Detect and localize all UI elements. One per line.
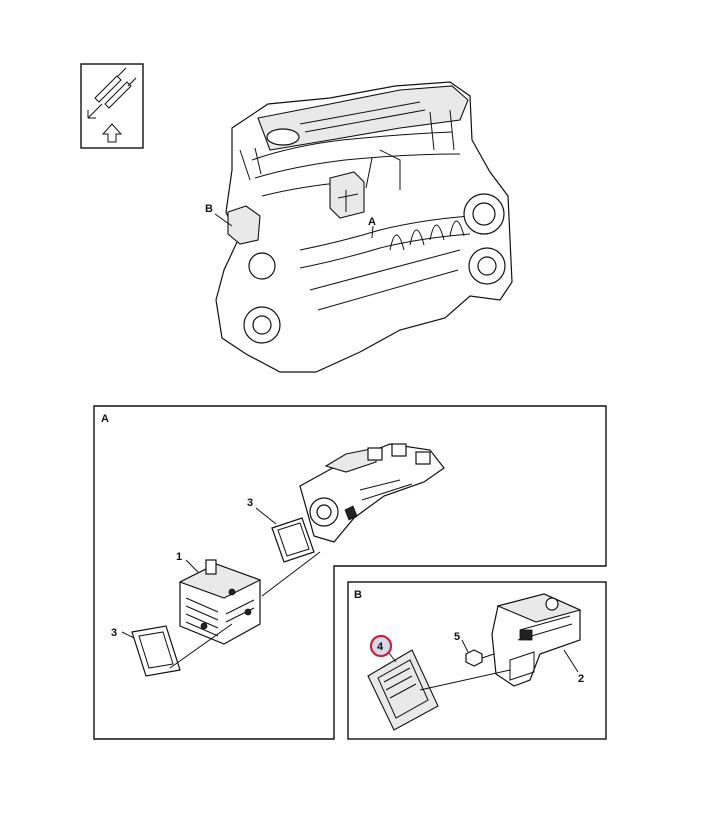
- callout-2-leader: [563, 649, 579, 673]
- detail-frame-a: A 3: [93, 405, 607, 740]
- callout-4-highlight: 4: [369, 634, 393, 658]
- callout-3-upper-leader: [255, 507, 277, 525]
- egr-valve-part: [178, 559, 262, 645]
- detail-a-callout-3-upper: 3: [247, 497, 253, 509]
- detail-a-callout-3-lower: 3: [111, 627, 117, 639]
- callout-5-leader: [461, 639, 469, 653]
- callout-4-leader: [388, 652, 397, 663]
- callout-3-lower-leader: [121, 631, 135, 639]
- gasket-lower-part: [131, 625, 181, 677]
- detail-a-title: A: [101, 413, 109, 425]
- detail-a-callout-1: 1: [176, 551, 182, 563]
- detail-b-callout-4: 4: [377, 641, 384, 653]
- detail-b-title: B: [354, 589, 362, 601]
- detail-frame-b: B 2 5 4: [347, 581, 607, 740]
- engine-callout-a: A: [368, 216, 376, 228]
- service-manual-symbol-icon: [80, 63, 144, 149]
- detail-b-callout-2: 2: [578, 673, 584, 685]
- callout-1-leader: [185, 559, 199, 573]
- engine-assembly-illustration: [215, 81, 513, 373]
- bolt-part: [465, 649, 495, 667]
- gasket-upper-part: [271, 517, 315, 563]
- intake-manifold-part: [299, 443, 445, 543]
- engine-callout-b: B: [205, 203, 213, 215]
- cover-plate-part: [367, 649, 439, 731]
- callout-b-leader: [214, 213, 233, 227]
- detail-b-callout-5: 5: [454, 631, 460, 643]
- bracket-assembly-part: [491, 593, 582, 687]
- callout-a-leader: [371, 225, 374, 239]
